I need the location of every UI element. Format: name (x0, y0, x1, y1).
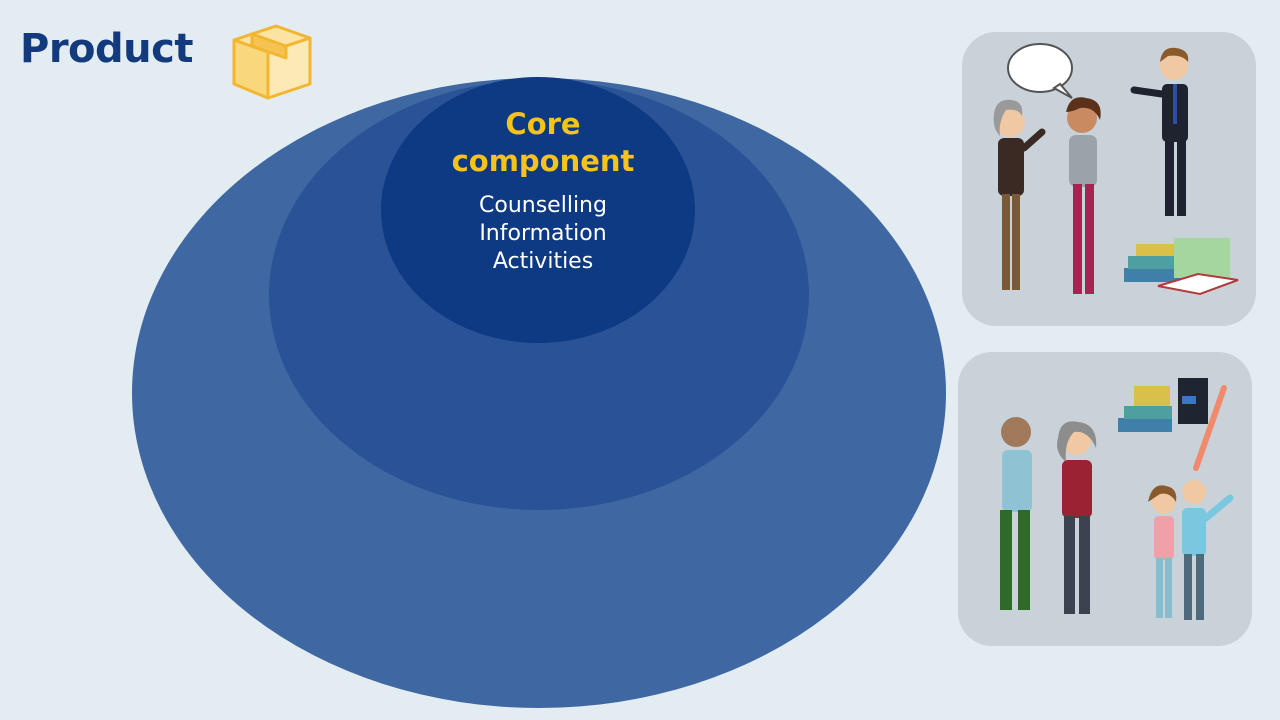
professionals-conversation-illustration (993, 43, 1239, 296)
slide-title: Product (20, 26, 193, 72)
core-title-line2: component (451, 144, 635, 178)
core-component-title: Core component (380, 106, 706, 180)
family-illustration-panel (958, 352, 1252, 646)
core-circle (381, 77, 695, 343)
onion-diagram (132, 77, 946, 708)
package-box-icon (232, 24, 312, 100)
core-items-list: Counselling Information Activities (380, 192, 706, 276)
family-with-books-illustration (1000, 378, 1234, 620)
core-title-line1: Core (505, 107, 581, 141)
professionals-illustration-panel (962, 32, 1256, 326)
core-item: Activities (492, 249, 594, 274)
core-item: Counselling (479, 193, 607, 218)
core-item: Information (479, 221, 607, 246)
